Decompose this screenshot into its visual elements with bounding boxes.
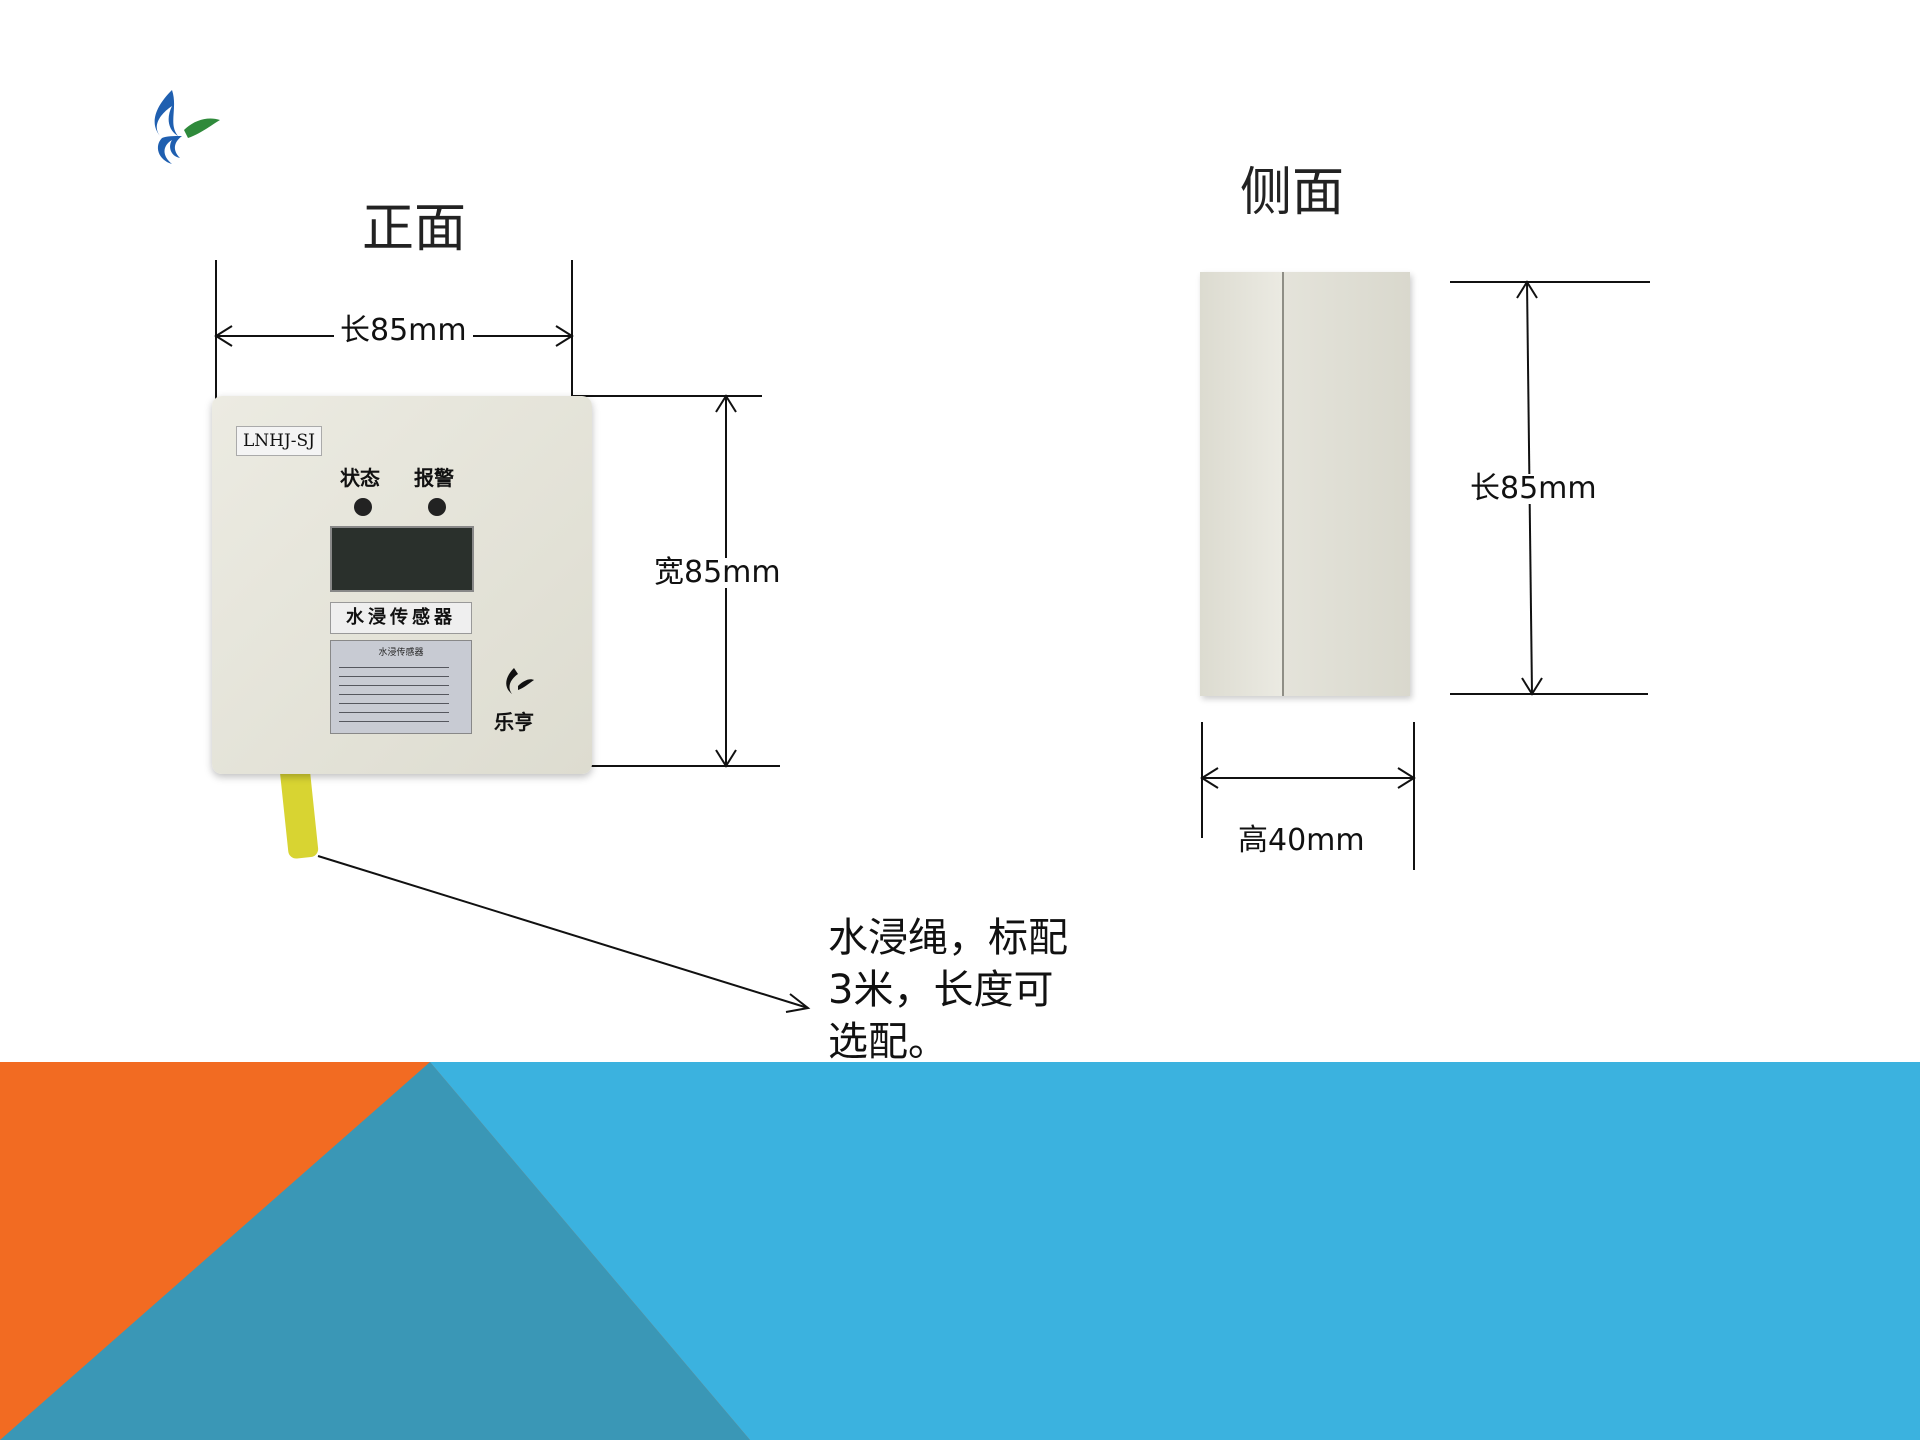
front-width-label: 宽85mm xyxy=(648,558,787,588)
side-device-seam xyxy=(1282,272,1284,696)
decorative-banner xyxy=(0,1062,1920,1440)
side-device-left-face xyxy=(1200,272,1282,696)
model-label: LNHJ-SJ xyxy=(236,426,322,456)
status-label: 状态 xyxy=(340,466,380,490)
status-indicator xyxy=(354,498,372,516)
front-length-label: 长85mm xyxy=(334,316,473,346)
cable-note-line3: 选配。 xyxy=(828,1019,948,1065)
brand-text: 乐亨 xyxy=(494,710,534,734)
side-device xyxy=(1200,272,1410,696)
cable-note: 水浸绳，标配 3米，长度可 选配。 xyxy=(828,912,1098,1068)
front-view-title: 正面 xyxy=(362,199,467,259)
side-device-right-face xyxy=(1284,272,1410,696)
side-height-label: 高40mm xyxy=(1232,826,1371,856)
info-plate-title: 水浸传感器 xyxy=(378,648,424,658)
alarm-label: 报警 xyxy=(414,466,454,490)
alarm-indicator xyxy=(428,498,446,516)
sensor-name-plate: 水浸传感器 xyxy=(330,602,472,634)
front-device: LNHJ-SJ 状态 报警 水浸传感器 水浸传感器 乐亨 xyxy=(212,396,592,774)
cable-note-line1: 水浸绳，标配 xyxy=(828,915,1068,961)
info-plate: 水浸传感器 xyxy=(330,640,472,734)
lcd-display xyxy=(330,526,474,592)
cable-note-line2: 3米，长度可 xyxy=(828,967,1054,1013)
side-view-title: 侧面 xyxy=(1240,163,1345,223)
side-length-label: 长85mm xyxy=(1464,474,1603,504)
brand-logo-icon xyxy=(496,666,536,706)
info-plate-text-lines xyxy=(339,661,449,725)
company-logo-icon xyxy=(148,86,228,168)
